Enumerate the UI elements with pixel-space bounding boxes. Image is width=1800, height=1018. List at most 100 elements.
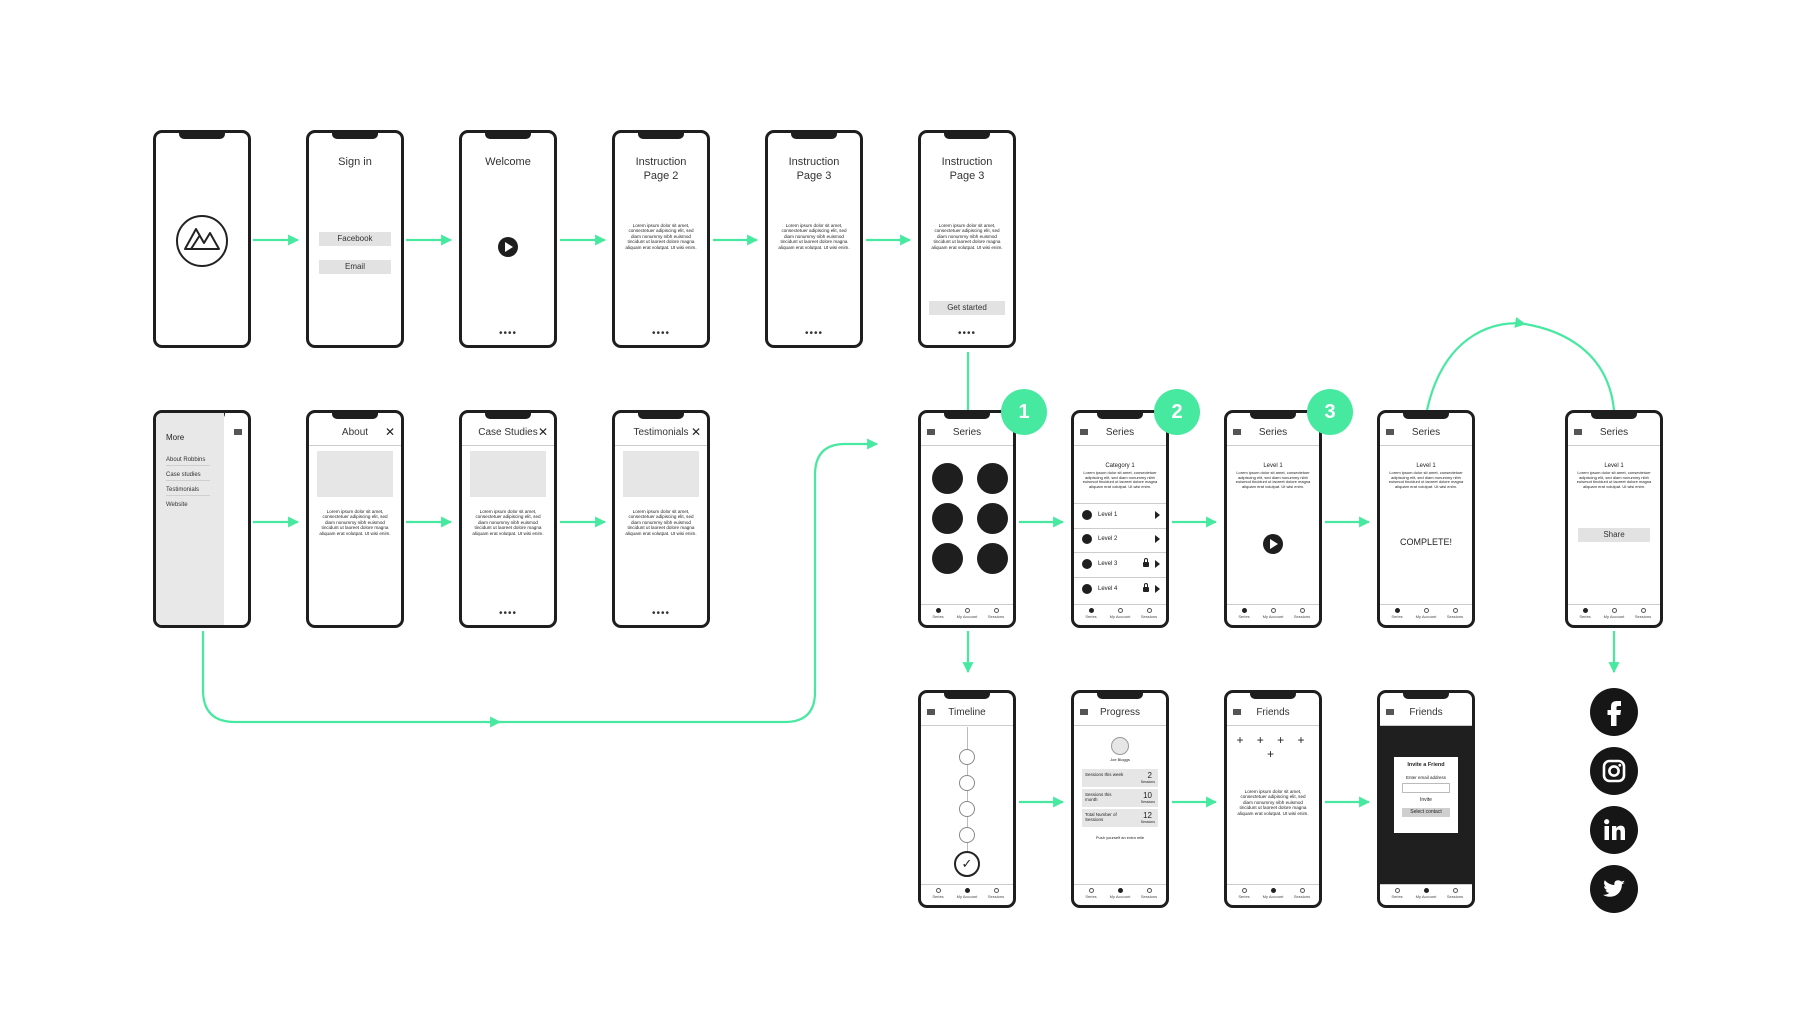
- tab-my-account[interactable]: My Account: [1411, 888, 1441, 900]
- level-row[interactable]: Level 2: [1074, 528, 1166, 553]
- invite-button[interactable]: Invite: [1420, 797, 1432, 803]
- tab-my-account[interactable]: My Account: [1599, 608, 1629, 620]
- tab-bar: Series My Account Sessions: [921, 604, 1013, 625]
- tab-sessions[interactable]: Sessions: [981, 888, 1011, 900]
- tab-sessions[interactable]: Sessions: [1628, 608, 1658, 620]
- page-title: Welcome: [485, 156, 531, 168]
- tab-sessions[interactable]: Sessions: [1287, 888, 1317, 900]
- tab-my-account[interactable]: My Account: [1258, 608, 1288, 620]
- tab-series[interactable]: Series: [1076, 608, 1106, 620]
- facebook-button[interactable]: Facebook: [319, 232, 391, 246]
- header: Timeline: [921, 703, 1013, 726]
- level-row[interactable]: Level 3: [1074, 553, 1166, 578]
- phone-notch: [1591, 413, 1637, 419]
- share-button[interactable]: Share: [1578, 528, 1650, 542]
- tab-series[interactable]: Series: [1229, 888, 1259, 900]
- hamburger-icon[interactable]: [1080, 709, 1088, 715]
- phone-notch: [1403, 413, 1449, 419]
- tab-my-account[interactable]: My Account: [1105, 608, 1135, 620]
- tab-my-account[interactable]: My Account: [1411, 608, 1441, 620]
- page-title: Progress: [1099, 707, 1140, 718]
- series-tile[interactable]: [977, 543, 1008, 574]
- pager-dots: ••••: [804, 328, 823, 339]
- timeline-node[interactable]: [959, 775, 975, 791]
- play-icon[interactable]: [1263, 534, 1283, 554]
- tab-series[interactable]: Series: [1229, 608, 1259, 620]
- page-title: Instruction Page 2: [635, 156, 687, 182]
- hamburger-icon[interactable]: [234, 429, 242, 435]
- tab-series[interactable]: Series: [1076, 888, 1106, 900]
- close-icon[interactable]: ✕: [690, 425, 701, 439]
- timeline-node[interactable]: [959, 749, 975, 765]
- series-tile[interactable]: [932, 543, 963, 574]
- tab-my-account[interactable]: My Account: [1258, 888, 1288, 900]
- page-title: Case Studies: [478, 427, 538, 438]
- image-placeholder: [317, 451, 393, 497]
- menu-item-about[interactable]: About Robbins: [166, 457, 210, 466]
- email-button[interactable]: Email: [319, 260, 391, 274]
- tab-my-account[interactable]: My Account: [952, 608, 982, 620]
- hamburger-icon[interactable]: [1233, 429, 1241, 435]
- chevron-right-icon: [1155, 585, 1160, 593]
- hamburger-icon[interactable]: [1574, 429, 1582, 435]
- tab-series[interactable]: Series: [1570, 608, 1600, 620]
- hamburger-icon[interactable]: [1386, 709, 1394, 715]
- timeline-node[interactable]: [959, 801, 975, 817]
- close-icon[interactable]: ✕: [384, 425, 395, 439]
- phone-friends: Friends + + + + + Lorem ipsum dolor sit …: [1224, 690, 1322, 908]
- tab-sessions[interactable]: Sessions: [1440, 608, 1470, 620]
- phone-invite-friend: Friends Invite a Friend Enter email addr…: [1377, 690, 1475, 908]
- hamburger-icon[interactable]: [1233, 709, 1241, 715]
- instagram-icon[interactable]: [1590, 747, 1638, 795]
- avatar: [1111, 737, 1129, 755]
- hamburger-icon[interactable]: [1080, 429, 1088, 435]
- phone-notch: [485, 413, 531, 419]
- body-text: Lorem ipsum dolor sit amet, consectetuer…: [1082, 470, 1158, 489]
- tab-sessions[interactable]: Sessions: [1134, 888, 1164, 900]
- email-field[interactable]: [1402, 783, 1450, 793]
- linkedin-icon[interactable]: [1590, 806, 1638, 854]
- tab-series[interactable]: Series: [923, 888, 953, 900]
- hamburger-icon[interactable]: [927, 709, 935, 715]
- select-contact-button[interactable]: Select contact: [1402, 808, 1450, 817]
- timeline-node[interactable]: [959, 827, 975, 843]
- menu-item-case-studies[interactable]: Case studies: [166, 472, 210, 481]
- tab-series[interactable]: Series: [1382, 888, 1412, 900]
- hamburger-icon[interactable]: [1386, 429, 1394, 435]
- phone-notch: [638, 133, 684, 139]
- image-placeholder: [470, 451, 546, 497]
- series-tile[interactable]: [932, 503, 963, 534]
- series-tile[interactable]: [977, 503, 1008, 534]
- tab-sessions[interactable]: Sessions: [981, 608, 1011, 620]
- tab-sessions[interactable]: Sessions: [1134, 608, 1164, 620]
- level-row[interactable]: Level 4: [1074, 578, 1166, 602]
- tab-sessions[interactable]: Sessions: [1440, 888, 1470, 900]
- pager-dots: ••••: [498, 328, 517, 339]
- header: Testimonials ✕: [615, 423, 707, 446]
- connector-share-top: [1524, 322, 1616, 411]
- tab-bar: Series My Account Sessions: [1568, 604, 1660, 625]
- tab-my-account[interactable]: My Account: [1105, 888, 1135, 900]
- tab-series[interactable]: Series: [1382, 608, 1412, 620]
- level-row[interactable]: Level 1: [1074, 503, 1166, 529]
- chevron-right-icon: [1155, 511, 1160, 519]
- facebook-icon[interactable]: [1590, 688, 1638, 736]
- tab-sessions[interactable]: Sessions: [1287, 608, 1317, 620]
- tab-my-account[interactable]: My Account: [952, 888, 982, 900]
- header: Series: [1380, 423, 1472, 446]
- friends-row[interactable]: + + + + +: [1236, 733, 1310, 761]
- menu-item-testimonials[interactable]: Testimonials: [166, 487, 210, 496]
- get-started-button[interactable]: Get started: [929, 301, 1005, 315]
- pager-dots: ••••: [957, 328, 976, 339]
- twitter-icon[interactable]: [1590, 865, 1638, 913]
- phone-welcome: Welcome ••••: [459, 130, 557, 348]
- series-tile[interactable]: [977, 463, 1008, 494]
- series-tile[interactable]: [932, 463, 963, 494]
- body-text: Lorem ipsum dolor sit amet, consectetuer…: [319, 509, 391, 536]
- close-icon[interactable]: ✕: [537, 425, 548, 439]
- hamburger-icon[interactable]: [927, 429, 935, 435]
- tab-series[interactable]: Series: [923, 608, 953, 620]
- play-icon[interactable]: [498, 237, 518, 257]
- menu-item-website[interactable]: Website: [166, 502, 188, 508]
